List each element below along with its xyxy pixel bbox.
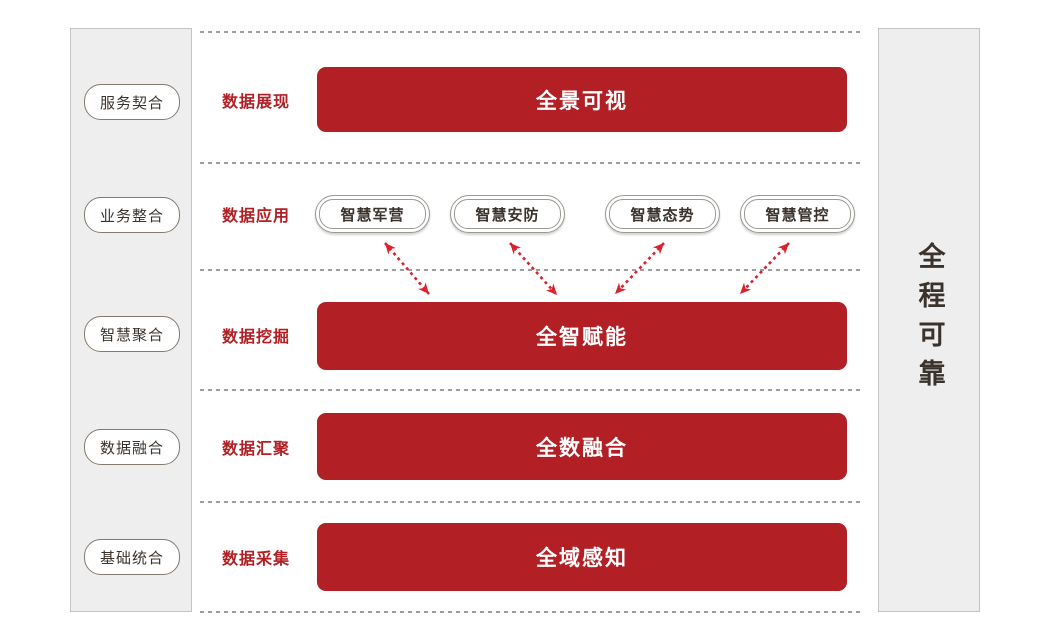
layer-bar-full-intelligence: 全智赋能: [317, 302, 847, 370]
row-label-data-convergence: 数据汇聚: [222, 441, 291, 458]
layer-bar-label: 全景可视: [536, 89, 628, 113]
sidebar-pill-base-unification: 基础统合: [84, 539, 180, 575]
layer-bar-panoramic-visibility: 全景可视: [317, 67, 847, 132]
sidebar-pill-business-integration: 业务整合: [84, 197, 180, 233]
right-sidebar: 全程可靠: [878, 28, 980, 612]
dotted-separator: [200, 31, 862, 33]
row-label-data-display: 数据展现: [222, 94, 291, 111]
app-pill-smart-barracks: 智慧军营: [315, 195, 430, 233]
dotted-separator: [200, 611, 862, 613]
row-label-data-application: 数据应用: [222, 208, 291, 225]
app-pill-smart-security: 智慧安防: [450, 195, 565, 233]
layer-bar-label: 全智赋能: [536, 326, 628, 349]
dotted-separator: [200, 389, 862, 391]
row-label-data-mining: 数据挖掘: [222, 329, 291, 346]
app-pill-label: 智慧管控: [744, 199, 851, 229]
layer-bar-full-domain-sensing: 全域感知: [317, 523, 847, 591]
dotted-separator: [200, 501, 862, 503]
app-pill-smart-situation: 智慧态势: [605, 195, 720, 233]
app-pill-smart-control: 智慧管控: [740, 195, 855, 233]
layer-bar-label: 全数融合: [536, 436, 628, 460]
app-pill-label: 智慧军营: [319, 199, 426, 229]
sidebar-pill-data-fusion: 数据融合: [84, 429, 180, 465]
sidebar-pill-label: 服务契合: [99, 94, 164, 112]
dotted-separator: [200, 162, 862, 164]
sidebar-pill-label: 智慧聚合: [99, 326, 164, 344]
layer-bar-full-data-fusion: 全数融合: [317, 413, 847, 480]
app-pill-label: 智慧安防: [454, 199, 561, 229]
sidebar-pill-label: 业务整合: [99, 207, 164, 225]
sidebar-pill-label: 基础统合: [99, 549, 164, 567]
app-pill-label: 智慧态势: [609, 199, 716, 229]
sidebar-pill-service-fit: 服务契合: [84, 84, 180, 120]
right-sidebar-vertical-title: 全程可靠: [914, 242, 945, 398]
layer-bar-label: 全域感知: [536, 547, 628, 570]
left-sidebar: 服务契合 业务整合 智慧聚合 数据融合 基础统合: [70, 28, 192, 612]
sidebar-pill-label: 数据融合: [99, 439, 164, 457]
dotted-separator: [200, 269, 862, 271]
row-label-data-collection: 数据采集: [222, 551, 291, 568]
sidebar-pill-smart-aggregation: 智慧聚合: [84, 316, 180, 352]
